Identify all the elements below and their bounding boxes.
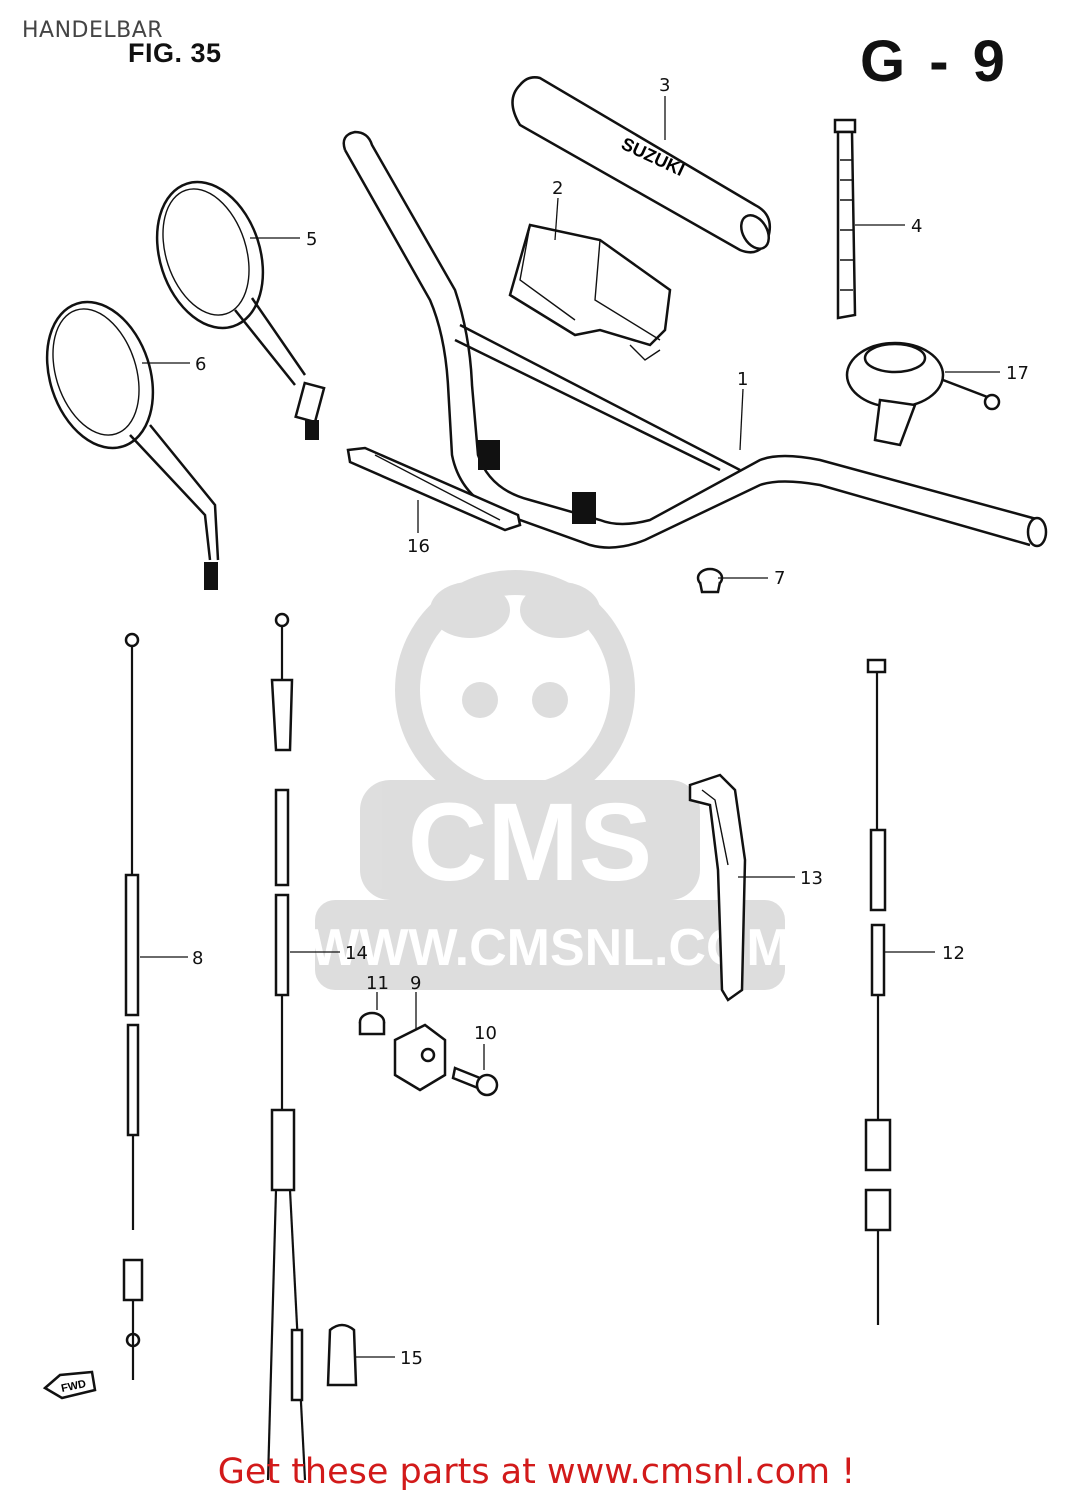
callout-16: 16 bbox=[407, 536, 430, 557]
fwd-arrow-icon: FWD bbox=[42, 1370, 97, 1400]
watermark-url: WWW.CMSNL.COM bbox=[310, 919, 789, 977]
mirror-left-part bbox=[45, 300, 220, 590]
callout-17: 17 bbox=[1006, 363, 1029, 384]
nut-part bbox=[358, 1011, 386, 1036]
callout-8: 8 bbox=[192, 948, 203, 969]
figure-label: FIG. 35 bbox=[128, 38, 222, 68]
cable-14-part bbox=[266, 612, 307, 1481]
cable-strap-part bbox=[833, 118, 857, 320]
callout-3: 3 bbox=[659, 75, 670, 96]
callout-11: 11 bbox=[366, 973, 389, 994]
callout-4: 4 bbox=[911, 216, 922, 237]
callout-12: 12 bbox=[942, 943, 965, 964]
footer-link[interactable]: Get these parts at www.cmsnl.com ! bbox=[217, 1452, 856, 1492]
callout-10: 10 bbox=[474, 1023, 497, 1044]
callout-5: 5 bbox=[306, 229, 317, 250]
end-plug-part bbox=[696, 567, 724, 594]
callout-14: 14 bbox=[345, 943, 368, 964]
group-code: G - 9 bbox=[860, 29, 1009, 94]
cms-watermark: CMS WWW.CMSNL.COM bbox=[310, 570, 790, 990]
switch-housing-part bbox=[508, 223, 672, 361]
callout-2: 2 bbox=[552, 178, 563, 199]
cable-8-part bbox=[122, 632, 144, 1380]
clamp-strap-part bbox=[346, 446, 522, 532]
bolt-part bbox=[451, 1066, 499, 1097]
cable-12-part bbox=[864, 658, 892, 1325]
handlebar-part bbox=[342, 130, 1048, 549]
callout-1: 1 bbox=[737, 369, 748, 390]
cap-part bbox=[326, 1323, 358, 1387]
fwd-label: FWD bbox=[60, 1378, 87, 1395]
watermark-brand: CMS bbox=[408, 781, 652, 904]
page-title: HANDELBAR bbox=[22, 18, 164, 43]
hose-clip-part bbox=[688, 773, 747, 1002]
clamp-part bbox=[393, 1023, 447, 1092]
callout-15: 15 bbox=[400, 1348, 423, 1369]
callout-labels: 3 2 4 5 6 1 17 7 16 8 14 12 13 11 9 10 1… bbox=[192, 75, 1029, 1369]
callout-6: 6 bbox=[195, 354, 206, 375]
handlebar-pad-part: SUZUKI bbox=[511, 76, 772, 254]
callout-7: 7 bbox=[774, 568, 785, 589]
callout-9: 9 bbox=[410, 973, 421, 994]
leader-lines bbox=[140, 96, 1000, 1358]
bell-part bbox=[845, 341, 1001, 447]
callout-13: 13 bbox=[800, 868, 823, 889]
mirror-right-part bbox=[155, 180, 326, 440]
